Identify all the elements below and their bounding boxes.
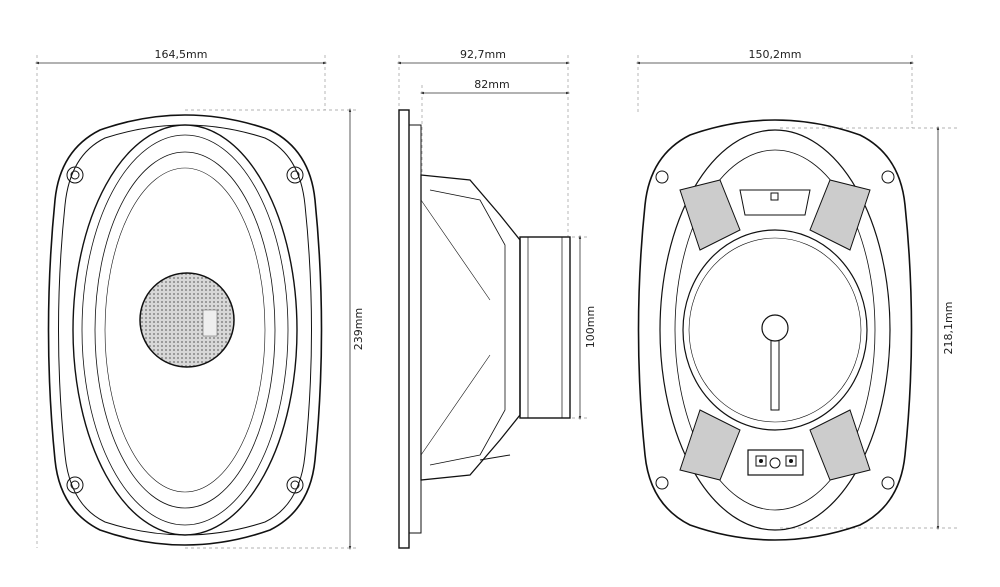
rear-magnet-outline xyxy=(682,229,868,431)
rear-width-label: 150,2mm xyxy=(749,48,802,61)
logo-badge xyxy=(202,309,218,337)
tweeter-grille xyxy=(139,272,235,368)
front-width-label: 164,5mm xyxy=(155,48,208,61)
front-view: 164,5mm 239mm xyxy=(35,48,365,550)
front-height-label: 239mm xyxy=(352,308,365,350)
rear-view: 150,2mm 218,1mm xyxy=(636,48,960,541)
terminal-block xyxy=(747,449,804,476)
magnet-diameter-label: 100mm xyxy=(584,306,597,348)
rear-frame-outline xyxy=(637,119,913,541)
rear-height-label: 218,1mm xyxy=(942,302,955,355)
mounting-hole-icon xyxy=(66,166,304,494)
mounting-hole-icon xyxy=(655,170,895,490)
front-frame-outline xyxy=(47,114,323,546)
magnet xyxy=(519,236,571,419)
side-mount-depth-label: 82mm xyxy=(474,78,509,91)
basket-spokes xyxy=(679,179,871,481)
side-view: 92,7mm 82mm 100mm xyxy=(397,48,597,549)
mounting-flange xyxy=(398,109,410,549)
side-depth-label: 92,7mm xyxy=(460,48,506,61)
